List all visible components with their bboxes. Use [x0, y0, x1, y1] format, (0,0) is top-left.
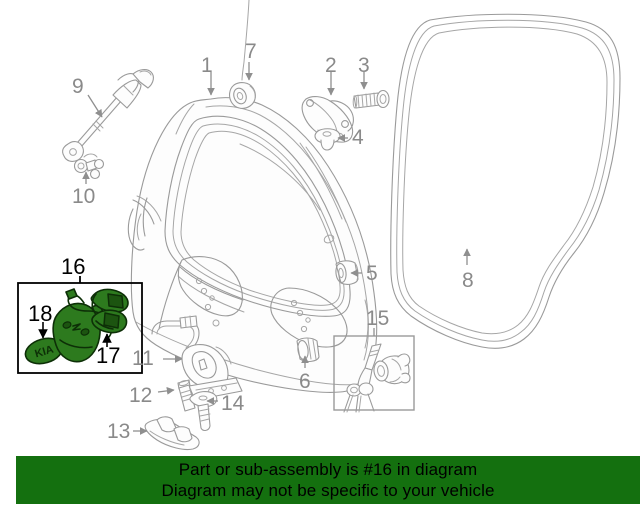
callout-label-7: 7 — [245, 40, 257, 63]
part-16-handle-assembly — [52, 288, 113, 363]
part-10-ball-stud — [73, 153, 105, 180]
part-15-key-and-cylinder — [343, 343, 411, 413]
part-12-bolt — [177, 379, 196, 412]
callout-label-2: 2 — [325, 54, 337, 77]
callout-label-4: 4 — [352, 126, 364, 149]
callout-label-10: 10 — [72, 185, 96, 208]
callout-9-leader — [87, 94, 103, 118]
callout-label-18: 18 — [28, 301, 53, 326]
part-14-screw — [189, 391, 218, 431]
callout-label-17: 17 — [96, 343, 121, 368]
part-7-grommet — [229, 0, 256, 109]
callout-label-8: 8 — [462, 269, 474, 292]
callout-label-6: 6 — [299, 370, 311, 393]
part-3-bolt — [352, 89, 390, 109]
callout-label-12: 12 — [129, 384, 153, 407]
callout-label-5: 5 — [366, 262, 378, 285]
callout-label-13: 13 — [107, 420, 131, 443]
banner-line-2: Diagram may not be specific to your vehi… — [161, 481, 495, 500]
part-13-striker — [144, 416, 200, 451]
part-9-lift-support — [62, 69, 154, 162]
part-18-kia-emblem: KIA — [24, 337, 64, 365]
callout-label-11: 11 — [132, 347, 154, 370]
callout-label-16: 16 — [61, 254, 86, 279]
callout-12-leader — [157, 387, 175, 395]
callout-label-14: 14 — [221, 392, 245, 415]
callout-label-1: 1 — [201, 54, 213, 77]
callout-label-9: 9 — [72, 75, 84, 98]
info-banner: Part or sub-assembly is #16 in diagram D… — [16, 456, 640, 504]
banner-line-1: Part or sub-assembly is #16 in diagram — [178, 460, 478, 479]
part-2-hinge — [301, 96, 354, 144]
part-8-weatherstrip — [390, 13, 621, 349]
part-6-grommet — [296, 337, 320, 362]
svg-text:KIA: KIA — [34, 344, 56, 361]
callout-label-3: 3 — [358, 54, 370, 77]
callout-label-15: 15 — [366, 307, 390, 330]
inset-box-16 — [17, 276, 143, 374]
part-17-handle-switch — [90, 288, 129, 334]
part-4-nut — [314, 128, 341, 151]
